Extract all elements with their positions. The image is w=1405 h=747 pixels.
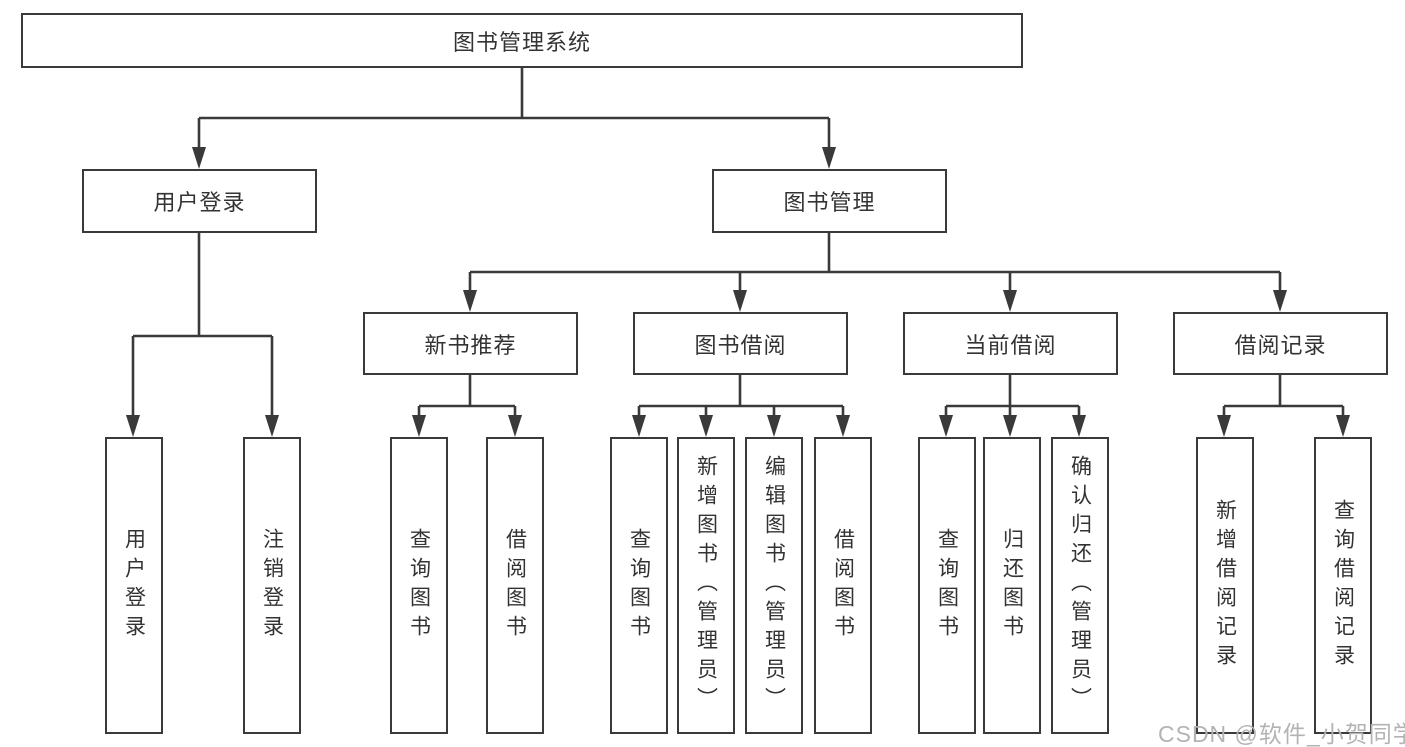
node-label: 借阅记录 [1234,332,1327,358]
leaf-label: 确认归还（管理员） [1068,455,1092,716]
leaf-user-login: 用户登录 [105,437,163,734]
leaf-label: 归还图书 [1000,527,1024,644]
leaf-label: 编辑图书（管理员） [762,455,786,716]
leaf-label: 查询图书 [627,527,651,644]
csdn-watermark: CSDN @软件_小贺同学 [1158,721,1405,747]
node-label: 新书推荐 [424,332,517,358]
leaf-label: 查询图书 [407,527,431,644]
leaf-add-borrow-record: 新增借阅记录 [1196,437,1254,734]
node-user-login: 用户登录 [82,169,317,233]
node-root-library-management-system: 图书管理系统 [21,13,1023,68]
node-book-borrowing: 图书借阅 [633,312,848,375]
node-current-borrowing: 当前借阅 [903,312,1118,375]
leaf-label: 借阅图书 [503,527,527,644]
leaf-label: 借阅图书 [831,527,855,644]
leaf-edit-books-admin: 编辑图书（管理员） [745,437,803,734]
node-label: 当前借阅 [964,332,1057,358]
leaf-query-books-recommend: 查询图书 [390,437,448,734]
leaf-label: 查询借阅记录 [1331,498,1355,673]
leaf-add-books-admin: 新增图书（管理员） [677,437,735,734]
leaf-borrow-books-recommend: 借阅图书 [486,437,544,734]
leaf-logout: 注销登录 [243,437,301,734]
leaf-label: 用户登录 [122,527,146,644]
leaf-query-books-current: 查询图书 [918,437,976,734]
leaf-borrow-books: 借阅图书 [814,437,872,734]
node-label: 图书管理 [783,190,876,215]
leaf-label: 新增图书（管理员） [694,455,718,716]
leaf-confirm-return-admin: 确认归还（管理员） [1051,437,1109,734]
node-label: 图书管理系统 [452,29,591,55]
leaf-query-borrow-record: 查询借阅记录 [1314,437,1372,734]
leaf-label: 查询图书 [935,527,959,644]
leaf-return-books: 归还图书 [983,437,1041,734]
node-borrowing-records: 借阅记录 [1173,312,1388,375]
leaf-query-books-borrow: 查询图书 [610,437,668,734]
leaf-label: 注销登录 [260,527,284,644]
node-book-management: 图书管理 [712,169,947,233]
node-label: 用户登录 [153,190,246,215]
leaf-label: 新增借阅记录 [1213,498,1237,673]
node-new-book-recommendation: 新书推荐 [363,312,578,375]
node-label: 图书借阅 [694,332,787,358]
